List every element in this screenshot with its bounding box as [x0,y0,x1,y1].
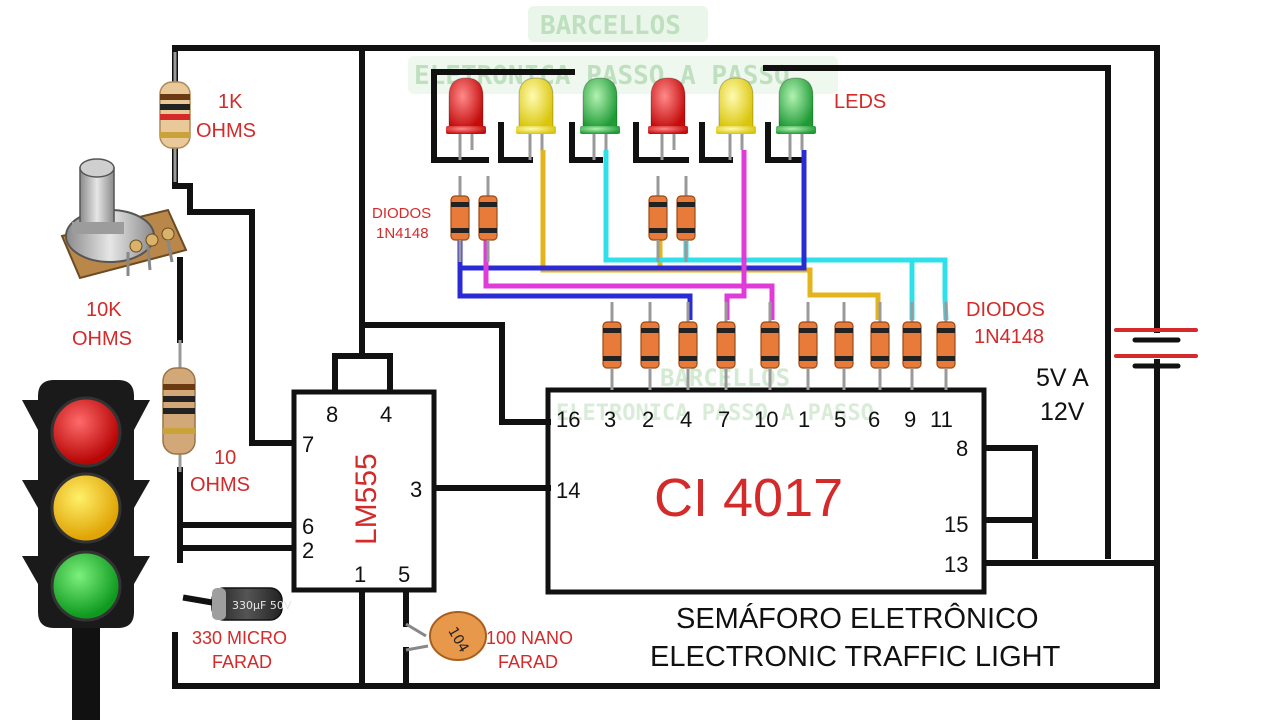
ic4017-pin-14: 14 [556,478,580,503]
lm555-pin-5: 5 [398,562,410,587]
power-label-line2: 12V [1040,398,1085,426]
diode-led-2 [478,176,498,262]
ic4017-pin-13: 13 [944,552,968,577]
diodes-small-title: DIODOS [372,205,431,222]
r1-unit-label: OHMS [196,120,256,142]
ic4017-label: CI 4017 [654,468,843,528]
title-portuguese: SEMÁFORO ELETRÔNICO [676,601,1039,635]
diode-main-2 [640,302,660,390]
diode-led-1 [450,176,470,262]
cap1-marking: 330µF 50V [232,599,292,612]
lm555-label: LM555 [350,453,383,545]
battery-symbol [1114,328,1198,369]
cap2-unit-label: FARAD [498,652,558,672]
diode-main-5 [760,302,780,390]
led-green-6 [776,77,816,160]
cap2-value-label: 100 NANO [486,628,573,648]
r1-value-label: 1K [218,91,243,113]
diode-main-8 [870,302,890,390]
ic4017-pin-15: 15 [944,512,968,537]
diodes-row-leds [450,176,696,262]
diodes-big-part: 1N4148 [974,326,1044,348]
diodes-row-main [602,302,956,390]
pot-unit-label: OHMS [72,328,132,350]
capacitor-330uf: 330µF 50V [211,587,292,621]
ic4017-pin-11: 11 [930,407,953,432]
resistor-1k [159,52,191,182]
watermark-line1: BARCELLOS [540,11,681,41]
led-green-3 [580,77,620,160]
ic4017-pin-6: 6 [868,407,880,432]
diode-led-4 [676,176,696,262]
resistor-10-ohms [162,340,196,472]
lm555-pin-4: 4 [380,402,392,427]
leds-label: LEDS [834,91,886,113]
ic4017-pin-1: 1 [798,407,810,432]
lm555-pin-3: 3 [410,477,422,502]
diodes-small-part: 1N4148 [376,225,429,242]
r2-unit-label: OHMS [190,474,250,496]
diode-main-4 [716,302,736,390]
capacitor-100nf: 104 [405,611,487,661]
ic4017-pin-2: 2 [642,407,654,432]
cap1-value-label: 330 MICRO [192,628,287,648]
led-yellow-2 [516,77,556,160]
led-yellow-5 [716,77,756,160]
diodes-big-title: DIODOS [966,299,1045,321]
ic4017-pin-4: 4 [680,407,692,432]
lm555-pin-8: 8 [326,402,338,427]
led-red-4 [648,77,688,160]
ic4017-pin-8: 8 [956,436,968,461]
watermark-line2-center: ELETRONICA PASSO A PASSO [556,401,874,426]
diode-main-7 [834,302,854,390]
lm555-pin-2: 2 [302,538,314,563]
component-labels: 1K OHMS 10K OHMS 10 OHMS 330 MICRO FARAD… [72,91,1089,673]
colored-wires [457,150,949,321]
power-label-line1: 5V A [1036,364,1089,392]
ic-lm555: LM555 8 4 7 6 2 3 1 5 [291,389,437,593]
diode-main-9 [902,302,922,390]
diode-main-6 [798,302,818,390]
diode-led-3 [648,176,668,262]
ic4017-pin-7: 7 [718,407,730,432]
lm555-pin-1: 1 [354,562,366,587]
diode-main-10 [936,302,956,390]
traffic-light-illustration [22,380,150,720]
ic4017-pin-9: 9 [904,407,916,432]
led-row [446,77,816,160]
ic4017-pin-5: 5 [834,407,846,432]
diode-main-3 [678,302,698,390]
ic4017-pin-10: 10 [754,407,778,432]
lm555-pin-6: 6 [302,514,314,539]
ic4017-pin-3: 3 [604,407,616,432]
r2-value-label: 10 [214,447,236,469]
cap1-unit-label: FARAD [212,652,272,672]
lm555-pin-7: 7 [302,432,314,457]
pot-value-label: 10K [86,299,122,321]
led-red-1 [446,77,486,160]
title-english: ELECTRONIC TRAFFIC LIGHT [650,641,1061,673]
diode-main-1 [602,302,622,390]
ic4017-pin-16: 16 [556,407,580,432]
potentiometer-10k [60,158,188,280]
